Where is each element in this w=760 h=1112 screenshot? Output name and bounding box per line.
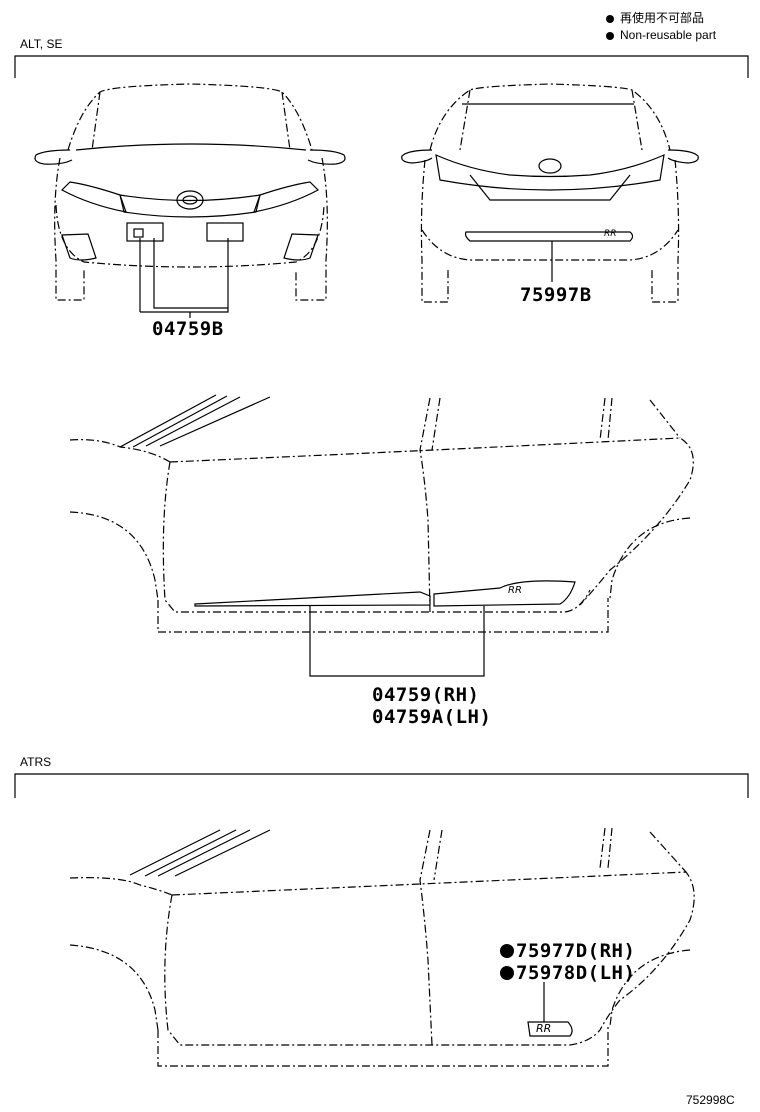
section-title-atrs: ATRS [20,755,52,769]
non-reusable-icon [500,966,514,980]
part-atrs-rh: 75977D(RH) [516,940,636,962]
diagram-id: 752998C [686,1093,735,1107]
atrs-emblem [527,1021,573,1037]
section-frame-alt-se [14,55,749,78]
legend: 再使用不可部品 Non-reusable part [606,12,716,46]
bullet-icon [606,31,614,40]
legend-row-en: Non-reusable part [606,29,716,41]
rear-view-car [401,83,699,303]
part-rear-emblem[interactable]: 75997B [520,284,592,306]
front-view-car [34,83,346,301]
legend-en-text: Non-reusable part [620,28,717,42]
legend-row-jp: 再使用不可部品 [606,12,716,24]
part-atrs-rh-row[interactable]: 75977D(RH) [500,942,635,961]
side-view-car-atrs [69,827,695,1067]
badge-rear: RR [604,229,617,239]
side-view-car-alt-se [69,394,694,633]
part-front-emblem[interactable]: 04759B [152,318,224,340]
badge-side: RR [508,585,522,596]
part-atrs-lh: 75978D(LH) [516,962,636,984]
non-reusable-icon [500,944,514,958]
section-frame-atrs [14,773,749,798]
bullet-icon [606,14,614,23]
legend-jp-text: 再使用不可部品 [620,11,705,25]
part-atrs-lh-row[interactable]: 75978D(LH) [500,964,635,983]
badge-atrs: RR [536,1022,552,1035]
part-side-lh[interactable]: 04759A(LH) [372,706,492,728]
section-title-alt-se: ALT, SE [20,37,63,51]
side-callout [309,606,485,677]
front-callout [139,238,229,318]
part-side-rh[interactable]: 04759(RH) [372,684,480,706]
